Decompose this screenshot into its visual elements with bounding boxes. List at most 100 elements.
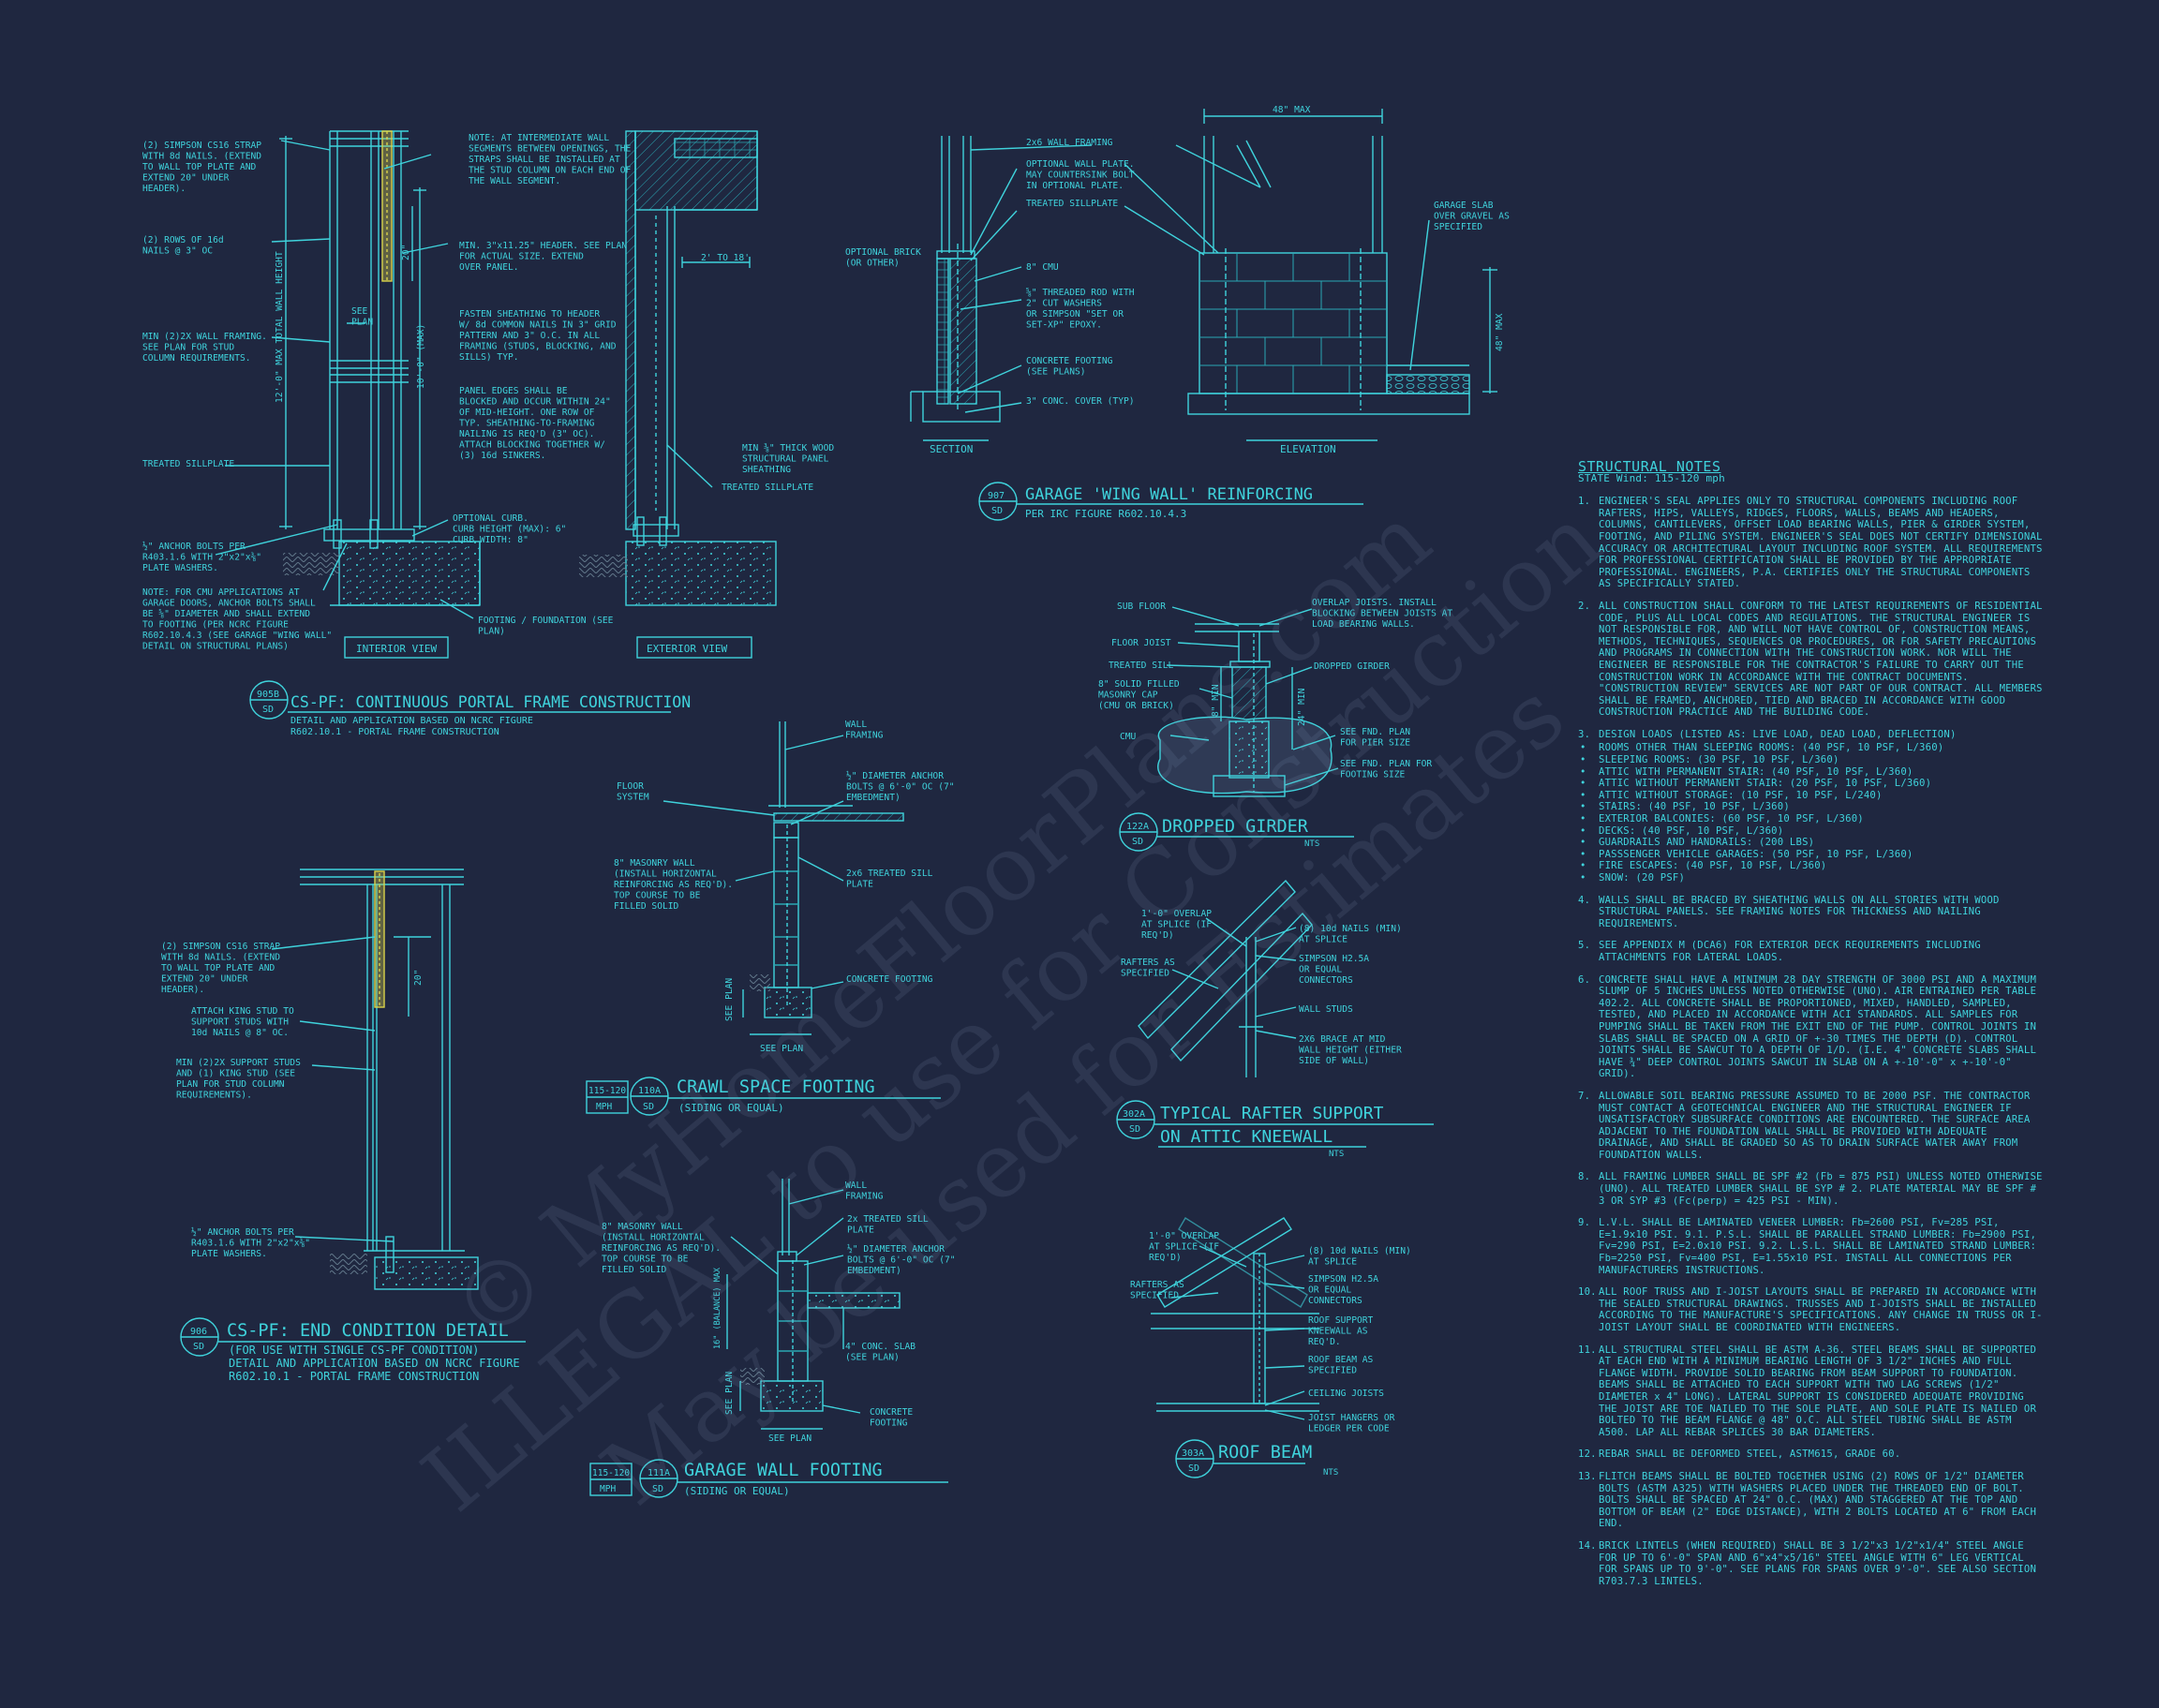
note-line: FRAMING bbox=[845, 731, 884, 741]
note-line: SEE PLAN FOR STUD bbox=[142, 343, 234, 353]
note-line: 2x6 TREATED SILL bbox=[846, 869, 933, 879]
detail-906-title: CS-PF: END CONDITION DETAIL bbox=[227, 1321, 509, 1341]
note-line: (8) 10d NAILS (MIN) bbox=[1299, 924, 1402, 934]
note-line: SILLS) TYP. bbox=[459, 352, 519, 363]
note-302a-studs: WALL STUDS bbox=[1299, 1004, 1353, 1015]
note-line: OR EQUAL bbox=[1308, 1285, 1351, 1296]
note-line: 2" CUT WASHERS bbox=[1026, 299, 1102, 309]
note-line: 4" CONC. SLAB bbox=[845, 1342, 916, 1352]
note-line: OR EQUAL bbox=[1299, 965, 1342, 975]
structural-note-paragraph: ALL STRUCTURAL STEEL SHALL BE ASTM A-36.… bbox=[1599, 1344, 2037, 1438]
structural-note-item: 11.ALL STRUCTURAL STEEL SHALL BE ASTM A-… bbox=[1578, 1344, 2047, 1439]
note-line: REQUIREMENTS). bbox=[176, 1091, 252, 1101]
note-line: FOOTING SIZE bbox=[1340, 770, 1406, 780]
note-line: SUPPORT STUDS WITH bbox=[191, 1017, 289, 1028]
note-907-cover: 3" CONC. COVER (TYP) bbox=[1026, 396, 1135, 407]
note-line: (3) 16d SINKERS. bbox=[459, 451, 545, 461]
note-line: 8" MASONRY WALL bbox=[602, 1222, 683, 1232]
detail-302a-number: 302A bbox=[1123, 1109, 1145, 1120]
note-line: SET-XP" EPOXY. bbox=[1026, 320, 1102, 331]
note-line: SEE FND. PLAN bbox=[1340, 727, 1410, 737]
note-303a-ceiling: CEILING JOISTS bbox=[1308, 1389, 1384, 1399]
detail-110a-mph-unit: MPH bbox=[596, 1102, 612, 1112]
structural-note-text: WALLS SHALL BE BRACED BY SHEATHING WALLS… bbox=[1599, 895, 2047, 930]
note-line: SYSTEM bbox=[617, 793, 649, 803]
detail-303a-number: 303A bbox=[1182, 1448, 1204, 1459]
note-110a-footing: CONCRETE FOOTING bbox=[846, 974, 933, 985]
note-111a-slab: 4" CONC. SLAB(SEE PLAN) bbox=[845, 1342, 916, 1363]
detail-906-sub1: (FOR USE WITH SINGLE CS-PF CONDITION) bbox=[229, 1344, 479, 1357]
structural-note-item: 14.BRICK LINTELS (WHEN REQUIRED) SHALL B… bbox=[1578, 1540, 2047, 1587]
note-line: SHEATHING bbox=[742, 465, 791, 475]
detail-111a-number: 111A bbox=[648, 1468, 670, 1478]
note-line: FILLED SOLID bbox=[614, 901, 679, 912]
dim-907-48: 48" MAX bbox=[1273, 105, 1311, 115]
structural-note-text: ALL ROOF TRUSS AND I-JOIST LAYOUTS SHALL… bbox=[1599, 1286, 2047, 1333]
label-exterior-view: EXTERIOR VIEW bbox=[647, 643, 727, 655]
note-line: TO WALL TOP PLATE AND bbox=[142, 162, 257, 172]
note-line: WALL STUDS bbox=[1299, 1004, 1353, 1015]
structural-note-item: 6.CONCRETE SHALL HAVE A MINIMUM 28 DAY S… bbox=[1578, 974, 2047, 1080]
design-load-item: SLEEPING ROOMS: (30 PSF, 10 PSF, L/360) bbox=[1580, 754, 2047, 766]
structural-note-paragraph: BRICK LINTELS (WHEN REQUIRED) SHALL BE 3… bbox=[1599, 1539, 2037, 1587]
note-line: FLOOR JOIST bbox=[1111, 638, 1171, 648]
detail-122a-nts: NTS bbox=[1304, 839, 1319, 849]
structural-note-text: DESIGN LOADS (LISTED AS: LIVE LOAD, DEAD… bbox=[1580, 729, 2047, 884]
note-line: TREATED SILL bbox=[1109, 661, 1174, 671]
note-line: SIDE OF WALL) bbox=[1299, 1056, 1369, 1066]
note-line: STRUCTURAL PANEL bbox=[742, 454, 829, 465]
design-load-item: ATTIC WITH PERMANENT STAIR: (40 PSF, 10 … bbox=[1580, 766, 2047, 779]
note-line: OVER GRAVEL AS bbox=[1434, 212, 1510, 222]
dim-905b-20: 20" bbox=[401, 245, 411, 260]
note-line: PLAN bbox=[351, 318, 373, 328]
note-line: ½" DIAMETER ANCHOR bbox=[847, 1243, 945, 1255]
note-line: SEGMENTS BETWEEN OPENINGS, THE bbox=[469, 144, 632, 155]
note-line: BLOCKED AND OCCUR WITHIN 24" bbox=[459, 397, 611, 408]
note-line: R602.10.4.3 (SEE GARAGE "WING WALL" bbox=[142, 631, 332, 641]
structural-note-text: CONCRETE SHALL HAVE A MINIMUM 28 DAY STR… bbox=[1599, 974, 2047, 1080]
structural-note-item: 2.ALL CONSTRUCTION SHALL CONFORM TO THE … bbox=[1578, 601, 2047, 719]
detail-111a-title: GARAGE WALL FOOTING bbox=[684, 1461, 883, 1480]
structural-notes: STRUCTURAL NOTES STATE Wind: 115-120 mph… bbox=[1578, 460, 2047, 1597]
note-line: FOR PIER SIZE bbox=[1340, 738, 1410, 749]
structural-note-number: 3. bbox=[1578, 728, 1591, 740]
note-line: ⅝" THREADED ROD WITH bbox=[1026, 287, 1135, 298]
detail-110a-sheet: SD bbox=[643, 1102, 654, 1112]
note-line: PLATE bbox=[846, 880, 873, 890]
note-line: ½" ANCHOR BOLTS PER bbox=[191, 1226, 294, 1238]
detail-907-callout bbox=[978, 482, 1363, 521]
design-load-item: STAIRS: (40 PSF, 10 PSF, L/360) bbox=[1580, 801, 2047, 813]
detail-111a-mph: 115-120 bbox=[592, 1468, 630, 1478]
note-line: EMBEDMENT) bbox=[847, 1266, 901, 1276]
detail-302a-nts: NTS bbox=[1329, 1150, 1344, 1159]
detail-905b-sheet: SD bbox=[262, 705, 274, 715]
structural-note-text: SEE APPENDIX M (DCA6) FOR EXTERIOR DECK … bbox=[1599, 940, 2047, 963]
note-line: SEE FND. PLAN FOR bbox=[1340, 759, 1432, 769]
note-line: (8) 10d NAILS (MIN) bbox=[1308, 1246, 1411, 1256]
detail-122a-sheet: SD bbox=[1132, 837, 1143, 847]
detail-122a-title: DROPPED GIRDER bbox=[1162, 817, 1309, 837]
structural-notes-list: 1.ENGINEER'S SEAL APPLIES ONLY TO STRUCT… bbox=[1578, 496, 2047, 1587]
note-line: KNEEWALL AS bbox=[1308, 1327, 1368, 1337]
note-line: REINFORCING AS REQ'D). bbox=[614, 880, 733, 890]
note-line: CONCRETE FOOTING bbox=[846, 974, 933, 985]
structural-note-item: 9.L.V.L. SHALL BE LAMINATED VENEER LUMBE… bbox=[1578, 1217, 2047, 1276]
detail-122a-drawing bbox=[1119, 606, 1354, 852]
label-110a-see-plan: SEE PLAN bbox=[760, 1044, 803, 1054]
detail-303a-sheet: SD bbox=[1188, 1463, 1199, 1474]
structural-note-number: 14. bbox=[1578, 1539, 1597, 1552]
note-line: CURB WIDTH: 8" bbox=[453, 535, 529, 545]
structural-note-text: ALL CONSTRUCTION SHALL CONFORM TO THE LA… bbox=[1599, 601, 2047, 719]
structural-note-paragraph: ALL CONSTRUCTION SHALL CONFORM TO THE LA… bbox=[1599, 600, 2043, 719]
